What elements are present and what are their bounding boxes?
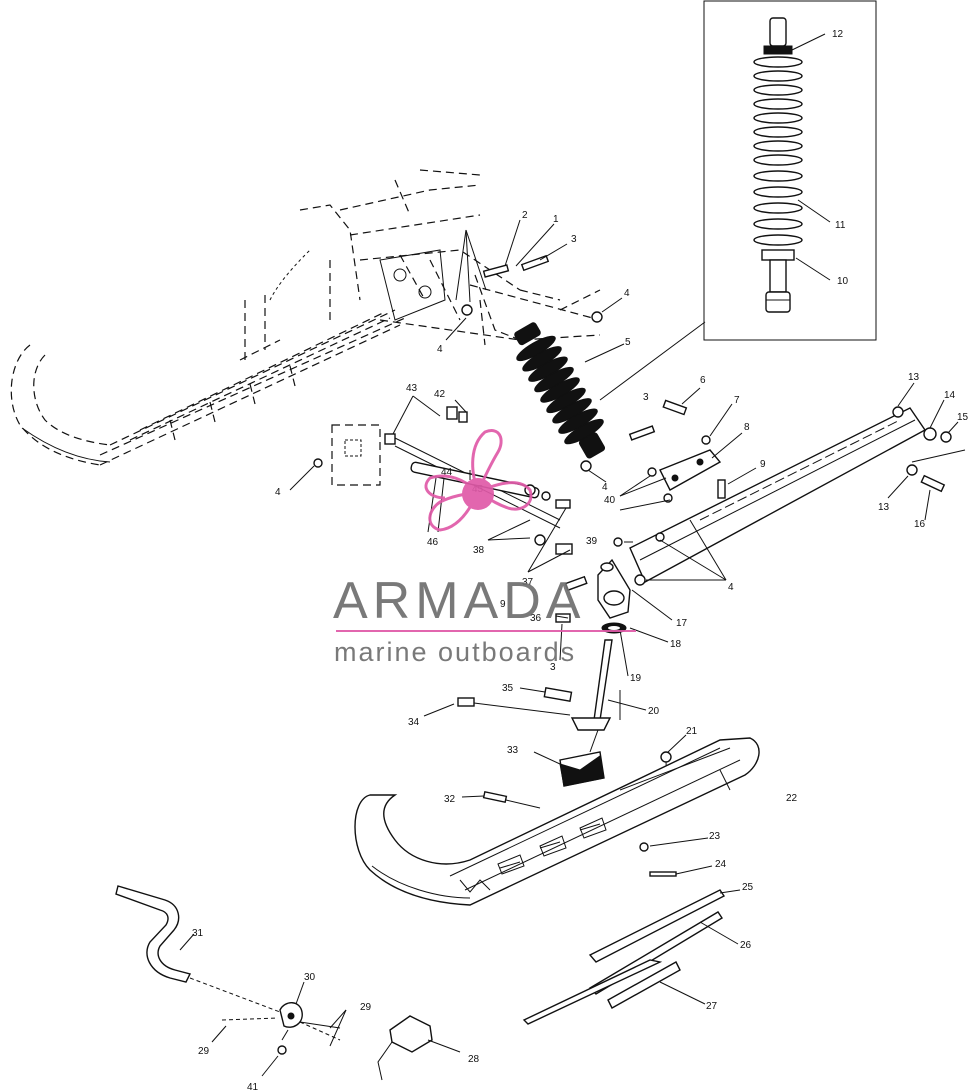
callout-38: 38	[473, 545, 485, 556]
callout-35: 35	[502, 683, 514, 694]
callout-25: 25	[742, 882, 754, 893]
callout-43: 43	[406, 383, 418, 394]
callout-33: 33	[507, 745, 519, 756]
shock-absorber	[514, 321, 706, 459]
callout-24: 24	[715, 859, 727, 870]
ski	[354, 737, 760, 906]
ski-hardware	[423, 686, 713, 877]
callout-19: 19	[630, 673, 642, 684]
watermark-tagline: marine outboards	[334, 637, 576, 667]
callout-6: 6	[700, 375, 706, 386]
callout-40: 40	[604, 495, 616, 506]
callout-27: 27	[706, 1001, 718, 1012]
callout-9: 9	[500, 599, 506, 610]
callout-22: 22	[786, 793, 798, 804]
callout-4: 4	[275, 487, 281, 498]
callout-4: 4	[728, 582, 734, 593]
callout-20: 20	[648, 706, 660, 717]
callout-32: 32	[444, 794, 456, 805]
callout-18: 18	[670, 639, 682, 650]
callout-5: 5	[625, 337, 631, 348]
callout-14: 14	[944, 390, 956, 401]
spring-coils	[753, 56, 803, 246]
wear-bars	[522, 889, 741, 1025]
callout-31: 31	[192, 928, 204, 939]
callout-1: 1	[553, 214, 559, 225]
callout-41: 41	[247, 1082, 259, 1091]
shock-inset	[703, 0, 877, 341]
ski-handle	[115, 885, 461, 1081]
callout-46: 46	[427, 537, 439, 548]
callout-4: 4	[624, 288, 630, 299]
upper-hardware	[379, 219, 623, 341]
callout-30: 30	[304, 972, 316, 983]
callout-42: 42	[434, 389, 446, 400]
callout-36: 36	[530, 613, 542, 624]
callout-12: 12	[832, 29, 844, 40]
callout-16: 16	[914, 519, 926, 530]
spindle-column	[555, 537, 673, 731]
callout-3: 3	[571, 234, 577, 245]
control-arm	[629, 382, 966, 583]
callout-3: 3	[643, 392, 649, 403]
callout-39: 39	[586, 536, 598, 547]
background-chassis	[10, 169, 601, 466]
callout-13: 13	[908, 372, 920, 383]
watermark-brand: ARMADA	[333, 572, 585, 630]
callout-29: 29	[360, 1002, 372, 1013]
callout-28: 28	[468, 1054, 480, 1065]
callout-29: 29	[198, 1046, 210, 1057]
callout-7: 7	[734, 395, 740, 406]
callout-13: 13	[878, 502, 890, 513]
callout-labels: 1 2 3 4 4 5 6 3 7 8 9 4 10 11 12 13 14 1…	[192, 29, 969, 1091]
callout-15: 15	[957, 412, 969, 423]
callout-2: 2	[522, 210, 528, 221]
propeller-logo-icon	[424, 429, 533, 532]
callout-8: 8	[744, 422, 750, 433]
watermark: ARMADA marine outboards	[333, 429, 636, 667]
callout-34: 34	[408, 717, 420, 728]
callout-9: 9	[760, 459, 766, 470]
callout-4: 4	[602, 482, 608, 493]
callout-10: 10	[837, 276, 849, 287]
callout-3: 3	[550, 662, 556, 673]
shock-mount-plate	[580, 387, 757, 586]
callout-26: 26	[740, 940, 752, 951]
callout-4: 4	[437, 344, 443, 355]
callout-17: 17	[676, 618, 688, 629]
callout-44: 44	[441, 467, 453, 478]
callout-21: 21	[686, 726, 698, 737]
callout-11: 11	[835, 220, 846, 231]
callout-37: 37	[522, 577, 534, 588]
callout-23: 23	[709, 831, 721, 842]
